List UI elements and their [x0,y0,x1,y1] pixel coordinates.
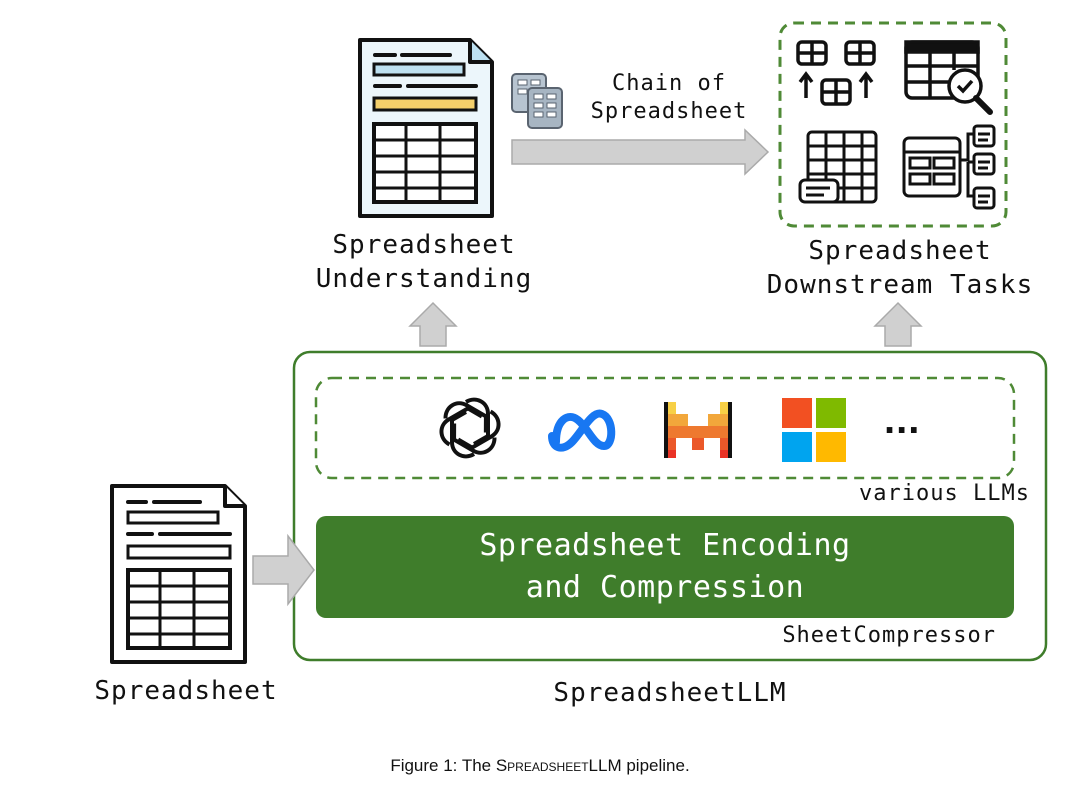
chain-line2: Spreadsheet [590,99,748,124]
understanding-line1: Spreadsheet [332,230,516,260]
downstream-tasks-box [778,21,1008,228]
encoding-compression-block: Spreadsheet Encoding and Compression [316,516,1014,618]
downstream-tasks-label: Spreadsheet Downstream Tasks [740,234,1060,302]
various-llms-label: various LLMs [859,481,1030,506]
downstream-line2: Downstream Tasks [766,270,1034,300]
up-arrow-right [873,301,923,347]
spreadsheet-understanding-icon [358,38,494,218]
spreadsheetllm-box [292,350,1048,662]
spreadsheet-input-icon [110,484,247,664]
spreadsheet-understanding-label: Spreadsheet Understanding [300,228,548,296]
chain-of-spreadsheet-label: Chain of Spreadsheet [576,70,762,126]
up-arrow-left [408,301,458,347]
sheetcompressor-label: SheetCompressor [782,623,996,648]
encoding-line1: Spreadsheet Encoding [479,528,851,563]
understanding-line2: Understanding [315,264,533,294]
table-annotation-icon [798,130,878,204]
table-qa-icon [902,124,996,210]
encoding-line2: and Compression [525,570,805,605]
caption-prefix: Figure 1: The [390,756,496,775]
caption-name-rest: LLM [588,756,622,775]
microsoft-logo-icon [782,398,846,462]
llms-box [314,376,1016,480]
openai-logo-icon [439,397,501,459]
caption-name-small-caps: Spreadsheet [495,756,589,775]
mistral-logo-icon [664,402,732,458]
table-merge-icon [796,40,876,106]
more-llms-ellipsis: ... [884,398,921,442]
meta-logo-icon [548,409,616,452]
table-search-icon [904,40,993,115]
spreadsheet-input-label: Spreadsheet [94,676,278,706]
spreadsheetllm-label: SpreadsheetLLM [553,678,787,708]
figure-caption: Figure 1: The SpreadsheetLLM pipeline. [0,756,1080,776]
chain-grid-icon [511,73,563,129]
chain-arrow [511,128,770,176]
caption-suffix: pipeline. [621,756,690,775]
downstream-line1: Spreadsheet [808,236,992,266]
input-arrow [252,533,315,607]
chain-line1: Chain of [612,71,726,96]
